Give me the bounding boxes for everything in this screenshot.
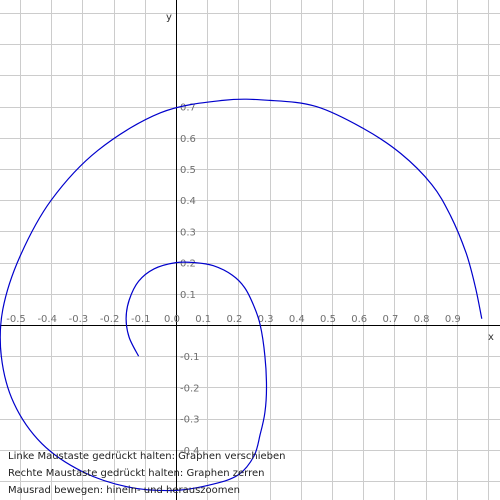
x-tick-label: 0.1 (195, 314, 211, 325)
y-tick-label: -0.1 (180, 352, 200, 363)
help-line-zoom: Mausrad bewegen: hinein- und herauszoome… (8, 485, 240, 496)
y-tick-label: 0.5 (180, 165, 196, 176)
y-axis-label: y (166, 12, 172, 23)
x-tick-label: 0.3 (258, 314, 274, 325)
y-tick-label: -0.2 (180, 383, 200, 394)
y-tick-label: 0.4 (180, 196, 196, 207)
y-tick-label: 0.7 (180, 103, 196, 114)
y-tick-label: 0.2 (180, 259, 196, 270)
x-tick-label: 0.2 (226, 314, 242, 325)
x-tick-label: -0.4 (37, 314, 57, 325)
x-tick-labels: -0.5 -0.4 -0.3 -0.2 -0.1 0.0 0.1 0.2 0.3 0.4 0.5 0.… (6, 314, 461, 325)
help-text: Linke Maustaste gedrückt halten: Graphen… (8, 448, 286, 499)
y-tick-label: 0.3 (180, 227, 196, 238)
y-tick-label: 0.6 (180, 134, 196, 145)
help-line-stretch: Rechte Maustaste gedrückt halten: Graphe… (8, 468, 265, 479)
y-tick-label: 0.1 (180, 290, 196, 301)
x-tick-label: -0.5 (6, 314, 26, 325)
x-axis-label: x (488, 332, 494, 343)
y-tick-labels: 0.7 0.6 0.5 0.4 0.3 0.2 0.1 -0.1 -0.2 -0.3 -0.4 (180, 103, 200, 457)
x-tick-label: 0.9 (445, 314, 461, 325)
x-tick-label: 0.6 (351, 314, 367, 325)
series-group (0, 98, 483, 492)
x-tick-label: -0.1 (131, 314, 151, 325)
x-tick-label: 0.7 (382, 314, 398, 325)
x-tick-label: 0.4 (289, 314, 305, 325)
help-line-drag: Linke Maustaste gedrückt halten: Graphen… (8, 451, 286, 462)
x-tick-label: 0.5 (320, 314, 336, 325)
x-tick-label: -0.3 (69, 314, 89, 325)
y-tick-label: -0.3 (180, 415, 200, 426)
y-tick-label: -0.4 (180, 446, 200, 457)
x-tick-label: 0.0 (164, 314, 180, 325)
x-tick-label: 0.8 (414, 314, 430, 325)
x-tick-label: -0.2 (100, 314, 120, 325)
series-line (0, 98, 483, 492)
